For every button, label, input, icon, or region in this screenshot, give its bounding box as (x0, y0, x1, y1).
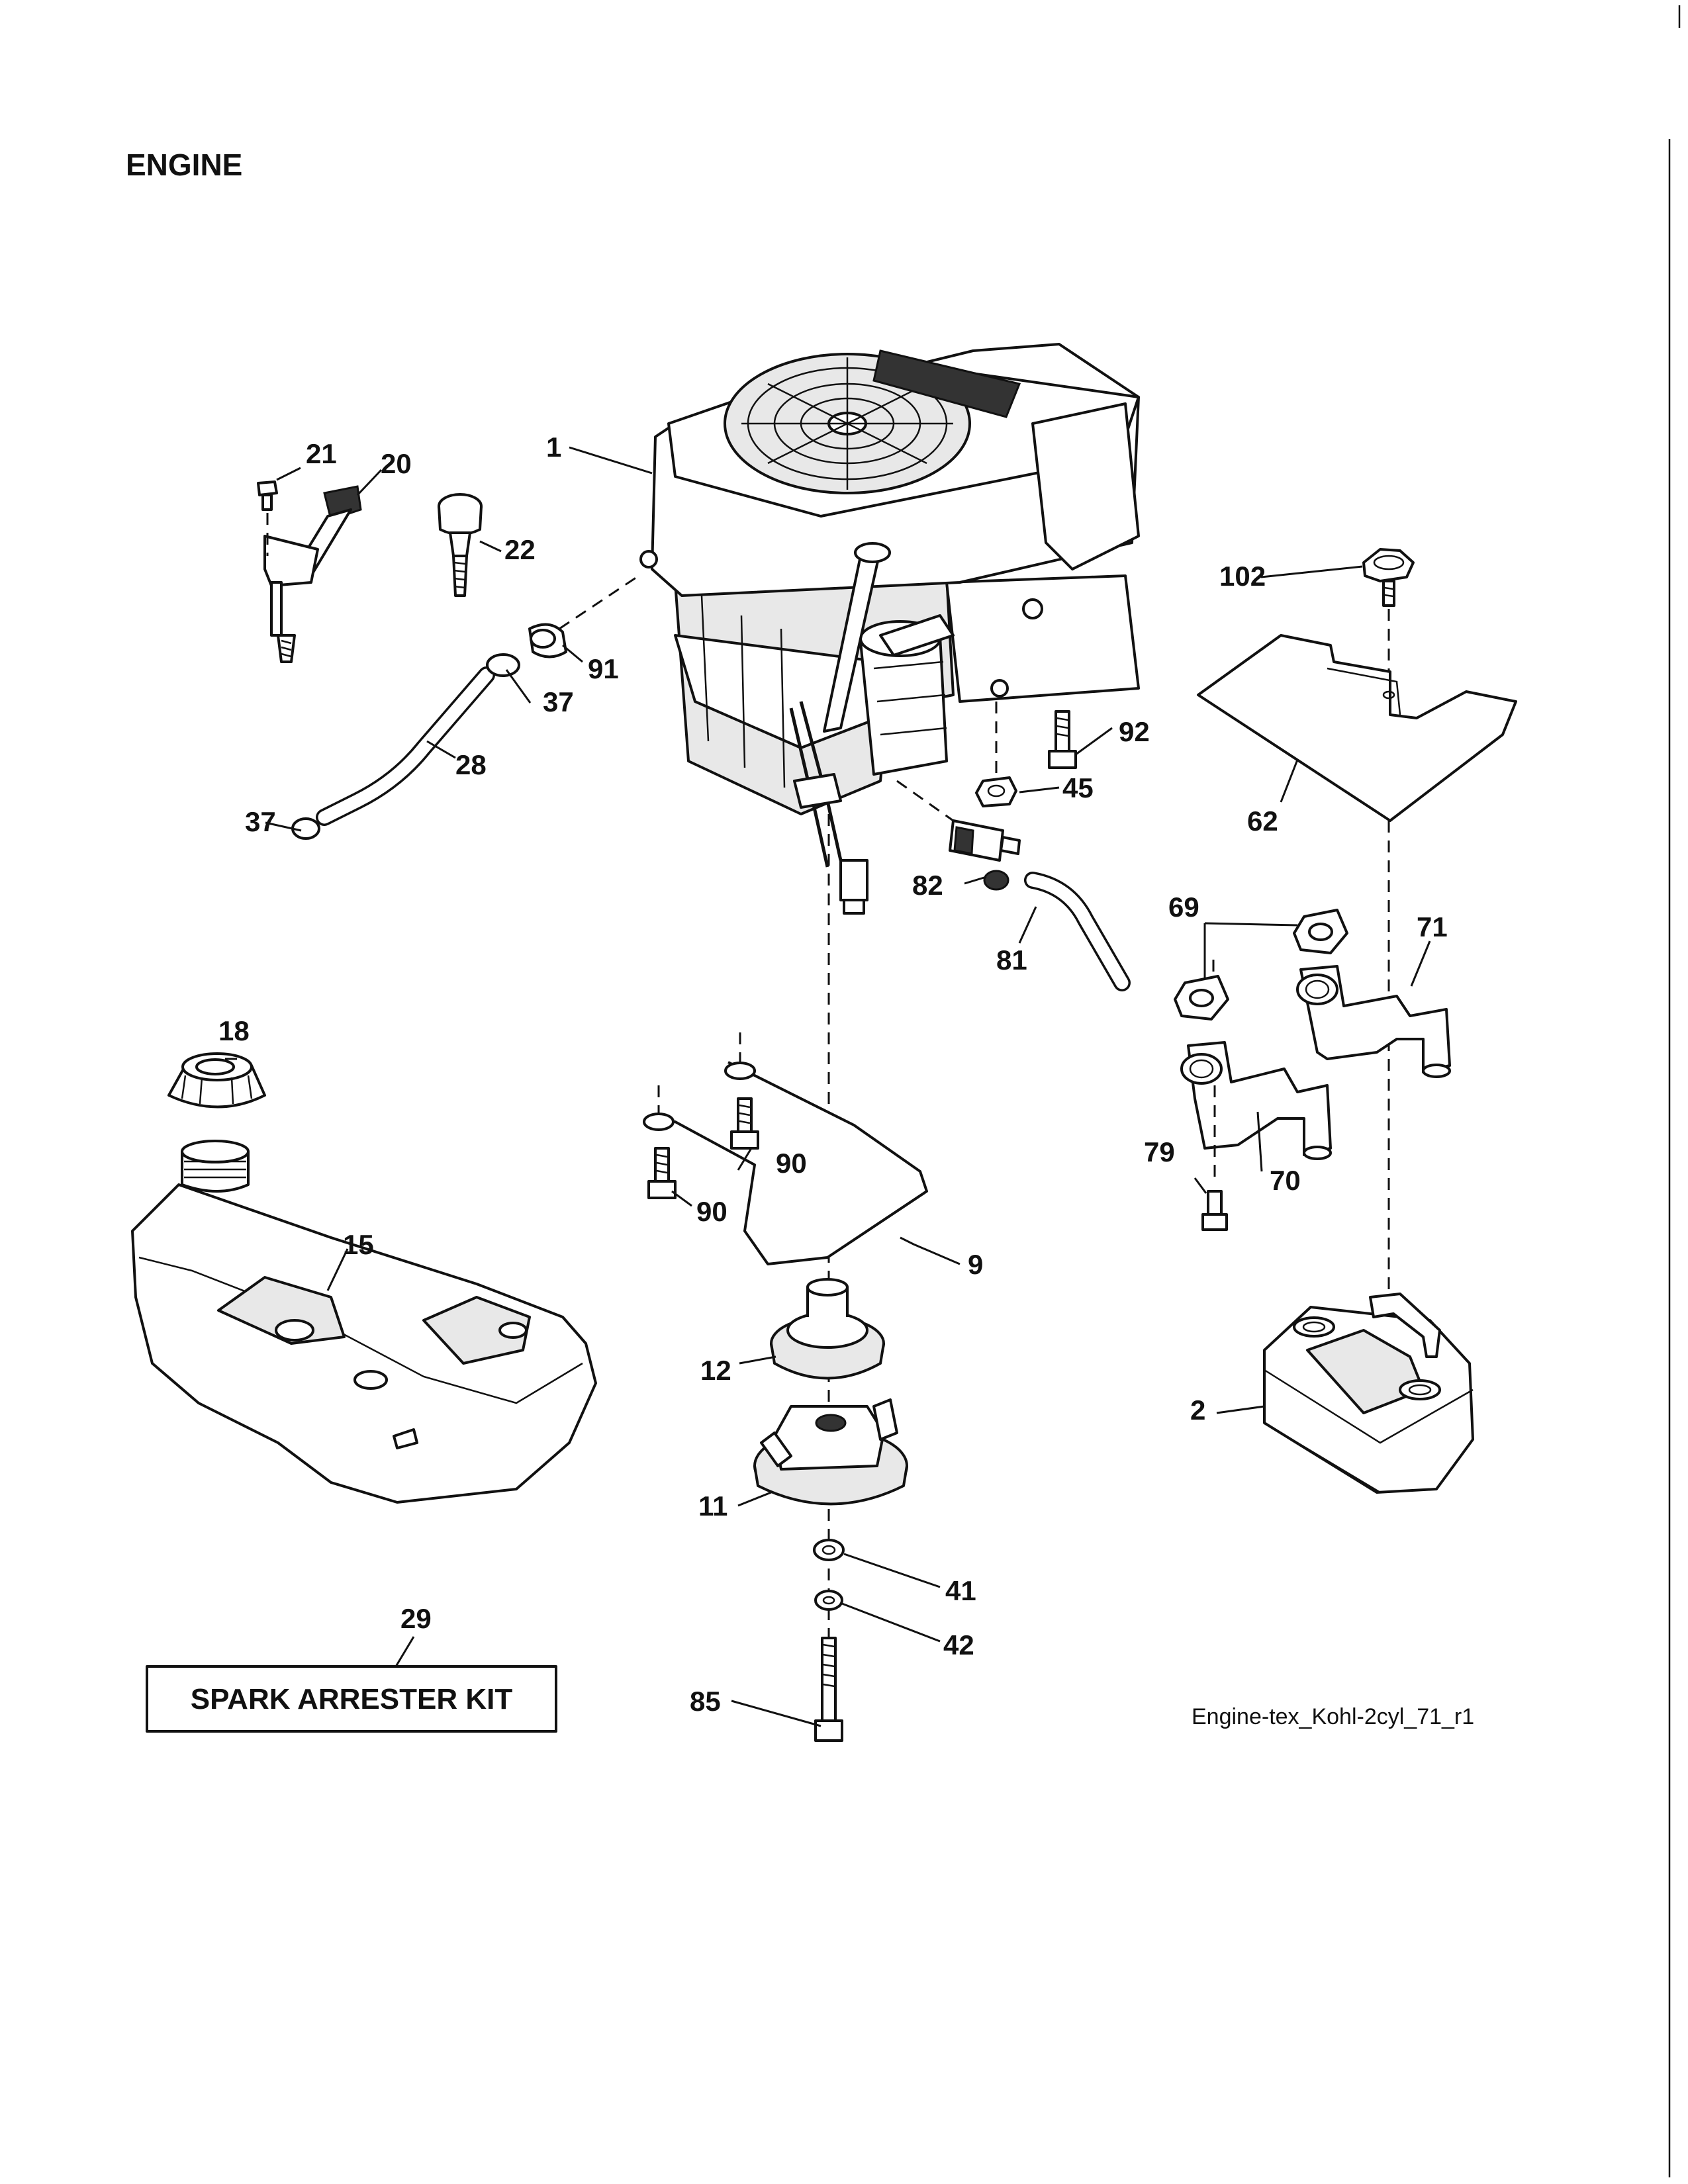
callout-45: 45 (1062, 772, 1094, 803)
fuel-filter-assembly (896, 780, 1131, 991)
callout-29: 29 (400, 1603, 432, 1634)
leader-lines (225, 446, 1431, 1727)
callout-1: 1 (546, 432, 561, 463)
bolt-79 (1201, 1190, 1228, 1231)
callout-85: 85 (690, 1686, 721, 1717)
clutch-part (753, 1398, 908, 1506)
engine-assembly (639, 343, 1140, 915)
callout-102: 102 (1219, 561, 1266, 592)
callout-41: 41 (945, 1575, 976, 1606)
callout-81: 81 (996, 944, 1027, 976)
callout-62: 62 (1247, 805, 1278, 837)
callout-92: 92 (1119, 716, 1150, 747)
callout-37b: 37 (245, 806, 276, 837)
muffler (1263, 1293, 1474, 1494)
callout-90a: 90 (776, 1148, 807, 1179)
callout-9: 9 (968, 1249, 983, 1280)
exhaust-pipes (1180, 965, 1451, 1185)
callout-42: 42 (943, 1629, 974, 1661)
callout-70: 70 (1270, 1165, 1301, 1196)
plug-part (438, 493, 483, 597)
fuel-line-parts (291, 574, 639, 840)
callout-37a: 37 (543, 686, 574, 717)
pulley-part (770, 1278, 885, 1380)
callout-15: 15 (343, 1229, 374, 1260)
shield-and-knob (1197, 548, 1517, 1297)
fuel-cap (167, 1052, 266, 1109)
callout-71: 71 (1417, 911, 1448, 942)
callout-20: 20 (381, 448, 412, 479)
callout-90b: 90 (696, 1196, 727, 1227)
callout-69: 69 (1168, 891, 1199, 923)
callout-82: 82 (912, 870, 943, 901)
fuel-tank (131, 1140, 597, 1504)
page-title: ENGINE (126, 148, 243, 182)
callout-21: 21 (306, 438, 337, 469)
callout-28: 28 (455, 749, 487, 780)
callout-91: 91 (588, 653, 619, 684)
callout-labels: 1 21 20 22 91 37 28 37 92 45 102 62 69 7… (218, 432, 1448, 1717)
throttle-control (257, 480, 362, 663)
bracket-and-bolts (643, 1032, 928, 1265)
callout-79: 79 (1144, 1136, 1175, 1167)
callout-18: 18 (218, 1015, 250, 1046)
gaskets (1174, 909, 1348, 1021)
callout-2: 2 (1190, 1394, 1205, 1426)
washers-and-bolt (813, 1539, 845, 1742)
spark-arrester-kit-box (146, 1665, 557, 1733)
callout-12: 12 (700, 1355, 731, 1386)
callout-22: 22 (504, 534, 536, 565)
reference-code: Engine-tex_Kohl-2cyl_71_r1 (1192, 1704, 1474, 1729)
callout-11: 11 (698, 1490, 727, 1522)
bolt-and-nut (975, 702, 1077, 807)
kit-label: SPARK ARRESTER KIT (191, 1683, 513, 1715)
